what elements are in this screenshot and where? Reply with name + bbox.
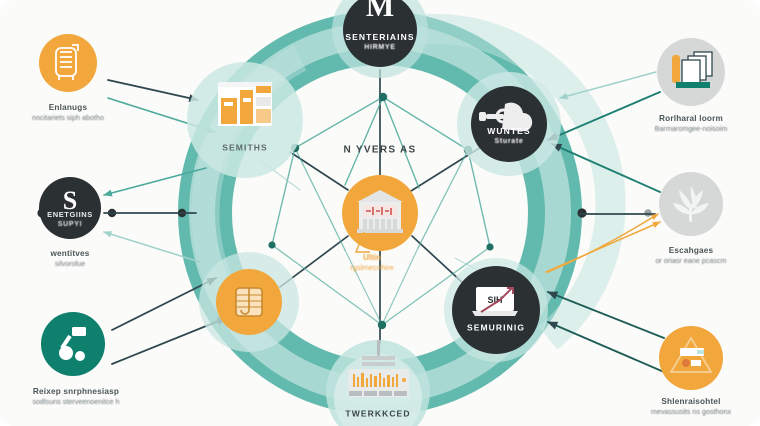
svg-text:SIH: SIH xyxy=(487,295,502,305)
hub-node[interactable] xyxy=(342,175,418,253)
server-rack-icon xyxy=(348,340,409,397)
satellite-bottom-left[interactable] xyxy=(41,312,105,376)
svg-text:M: M xyxy=(366,0,394,23)
ring-node-upper-right[interactable] xyxy=(457,72,561,176)
satellite-mid-left[interactable]: S xyxy=(39,177,101,239)
satellite-bottom-right[interactable] xyxy=(659,326,723,390)
ring-node-lower-right[interactable]: SIH xyxy=(444,258,548,362)
bank-building-icon xyxy=(357,190,403,233)
ring-node-lower-left[interactable] xyxy=(199,252,299,352)
dashboard-icon xyxy=(218,82,272,126)
ring-node-upper-left[interactable] xyxy=(187,62,303,178)
share-network-icon xyxy=(59,327,86,361)
svg-text:S: S xyxy=(63,186,77,215)
satellite-top-left[interactable] xyxy=(39,34,97,92)
funnel-triangle-icon xyxy=(669,336,713,373)
satellite-edges xyxy=(103,71,665,373)
database-icon xyxy=(235,287,263,317)
leaf-plant-icon xyxy=(673,186,709,222)
laptop-chart-icon: SIH xyxy=(472,287,518,316)
satellite-top-right[interactable] xyxy=(657,38,725,106)
ring-node-top[interactable]: M xyxy=(332,0,428,78)
water-heater-icon xyxy=(55,44,79,80)
ring-node-bottom[interactable] xyxy=(326,340,430,426)
documents-icon xyxy=(672,51,713,88)
cloud-plug-icon xyxy=(479,102,533,132)
satellite-mid-right[interactable] xyxy=(659,172,723,236)
